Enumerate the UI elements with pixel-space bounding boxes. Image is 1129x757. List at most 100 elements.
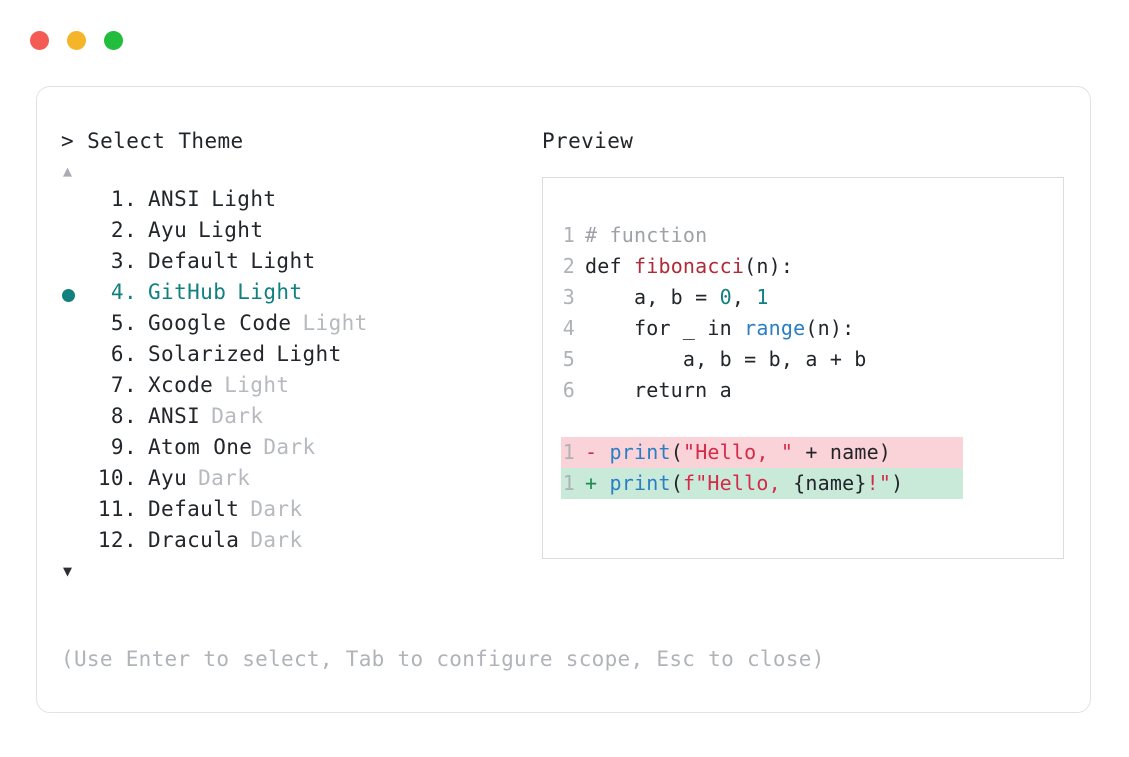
theme-item-variant: Dark: [263, 435, 316, 459]
theme-item-variant: Light: [211, 187, 277, 211]
code-line-number: 1: [562, 223, 575, 247]
code-token: ): [891, 471, 904, 495]
selection-bullet-slot: [61, 528, 91, 559]
code-token: a, b = b, a + b: [585, 347, 867, 371]
code-token: ,: [731, 285, 757, 309]
theme-item-number: 11.: [97, 497, 137, 521]
theme-list-item[interactable]: 4. GitHub Light: [61, 280, 531, 311]
theme-item-name: ANSI: [148, 187, 201, 211]
theme-item-variant: Light: [276, 342, 342, 366]
selection-bullet-slot: [61, 435, 91, 466]
theme-item-variant: Light: [302, 311, 368, 335]
code-line-number: 4: [562, 316, 575, 340]
code-token: def: [585, 254, 634, 278]
selection-bullet-slot: [61, 280, 91, 311]
help-hint: (Use Enter to select, Tab to configure s…: [61, 647, 825, 671]
theme-item-number: 7.: [110, 373, 137, 397]
theme-item-name: Solarized: [148, 342, 266, 366]
diff-removed-line: 1- print("Hello, " + name): [561, 437, 963, 468]
code-line: 4 for _ in range(n):: [561, 313, 1063, 344]
theme-item-variant: Light: [237, 280, 303, 304]
theme-item-variant: Dark: [198, 466, 251, 490]
scroll-down-icon[interactable]: ▼: [63, 562, 73, 580]
selection-bullet-slot: [61, 497, 91, 528]
preview-label: Preview: [542, 129, 634, 153]
window-controls: [30, 31, 123, 50]
scroll-up-icon[interactable]: ▲: [63, 162, 73, 180]
code-line-number: 5: [562, 347, 575, 371]
code-token: !": [866, 471, 892, 495]
code-token: for _ in: [585, 316, 745, 340]
code-line-number: 6: [562, 378, 575, 402]
theme-item-number: 8.: [110, 404, 137, 428]
theme-item-variant: Dark: [250, 528, 303, 552]
theme-item-name: Atom One: [148, 435, 253, 459]
code-line-number: 1: [562, 471, 575, 495]
theme-item-number: 1.: [110, 187, 137, 211]
code-token: (: [670, 471, 683, 495]
selection-bullet-slot: [61, 373, 91, 404]
theme-list-item[interactable]: 1. ANSI Light: [61, 187, 531, 218]
theme-item-name: GitHub: [148, 280, 227, 304]
code-token: print: [609, 440, 671, 464]
theme-item-name: Ayu: [148, 218, 188, 242]
code-token: "Hello, ": [682, 440, 794, 464]
theme-list-item[interactable]: 6. Solarized Light: [61, 342, 531, 373]
theme-item-name: Dracula: [148, 528, 240, 552]
code-token: (n):: [805, 316, 855, 340]
theme-item-number: 10.: [97, 466, 137, 490]
theme-list-item[interactable]: 9. Atom One Dark: [61, 435, 531, 466]
theme-item-variant: Light: [198, 218, 264, 242]
code-line: 6 return a: [561, 375, 1063, 406]
code-line: 2 def fibonacci(n):: [561, 251, 1063, 282]
theme-list-item[interactable]: 12. Dracula Dark: [61, 528, 531, 559]
selection-bullet-slot: [61, 218, 91, 249]
theme-item-name: ANSI: [148, 404, 201, 428]
code-token: # function: [585, 223, 708, 247]
selection-bullet-slot: [61, 187, 91, 218]
theme-item-variant: Light: [224, 373, 290, 397]
theme-item-name: Default: [148, 497, 240, 521]
code-token: 0: [719, 285, 732, 309]
selection-bullet-slot: [61, 466, 91, 497]
theme-item-number: 4.: [110, 280, 137, 304]
minimize-button[interactable]: [67, 31, 86, 50]
code-line-number: 1: [562, 440, 575, 464]
code-line-number: 3: [562, 285, 575, 309]
selection-bullet-icon: [62, 289, 75, 302]
diff-added-line: 1+ print(f"Hello, {name}!"): [561, 468, 963, 499]
code-line-number: 2: [562, 254, 575, 278]
code-line: 3 a, b = 0, 1: [561, 282, 1063, 313]
maximize-button[interactable]: [104, 31, 123, 50]
code-token: return a: [585, 378, 732, 402]
diff-marker: +: [585, 471, 610, 495]
code-token: (n):: [744, 254, 794, 278]
code-token: (: [670, 440, 683, 464]
selection-bullet-slot: [61, 249, 91, 280]
page-title: > Select Theme: [61, 129, 244, 153]
theme-list-item[interactable]: 11. Default Dark: [61, 497, 531, 528]
theme-item-number: 9.: [110, 435, 137, 459]
code-token: fibonacci: [633, 254, 745, 278]
theme-item-variant: Dark: [250, 497, 303, 521]
code-token: a, b =: [585, 285, 720, 309]
code-line: 5 a, b = b, a + b: [561, 344, 1063, 375]
theme-item-number: 3.: [110, 249, 137, 273]
close-button[interactable]: [30, 31, 49, 50]
code-token: print: [609, 471, 671, 495]
code-blank-line: [561, 406, 1063, 437]
theme-item-number: 12.: [97, 528, 137, 552]
theme-item-number: 5.: [110, 311, 137, 335]
theme-item-number: 6.: [110, 342, 137, 366]
code-token: 1: [756, 285, 769, 309]
